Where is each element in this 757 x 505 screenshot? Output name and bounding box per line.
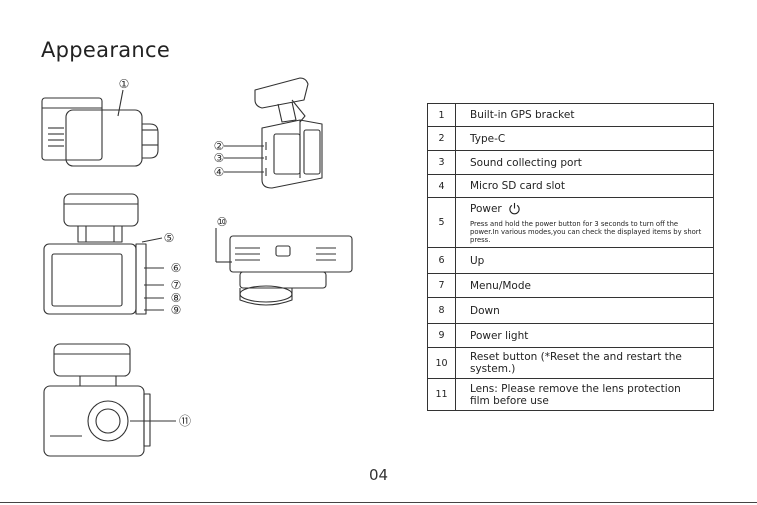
part-number: 5 bbox=[427, 197, 456, 248]
part-number: 3 bbox=[427, 150, 456, 175]
side-view-drawing bbox=[224, 77, 323, 189]
callout-3: ③ bbox=[214, 151, 225, 165]
part-description: Power Press and hold the power button fo… bbox=[455, 197, 714, 248]
part-number: 9 bbox=[427, 323, 456, 348]
table-row: 5 Power Press and hold the power button … bbox=[427, 197, 714, 248]
table-row: 6 Up bbox=[427, 247, 714, 274]
part-label: Up bbox=[455, 247, 714, 274]
part-label: Type-C bbox=[455, 126, 714, 151]
table-row: 9 Power light bbox=[427, 323, 714, 348]
part-label: Power light bbox=[455, 323, 714, 348]
table-row: 2 Type-C bbox=[427, 126, 714, 151]
callout-8: ⑧ bbox=[171, 291, 182, 305]
top-view-drawing bbox=[41, 89, 159, 167]
part-number: 10 bbox=[427, 347, 456, 379]
table-row: 1 Built-in GPS bracket bbox=[427, 103, 714, 127]
callout-1: ① bbox=[119, 77, 130, 91]
table-row: 8 Down bbox=[427, 297, 714, 324]
lens-view-drawing bbox=[43, 343, 176, 457]
part-label: Menu/Mode bbox=[455, 273, 714, 298]
table-row: 7 Menu/Mode bbox=[427, 273, 714, 298]
table-row: 3 Sound collecting port bbox=[427, 150, 714, 175]
power-icon bbox=[508, 202, 521, 218]
part-number: 2 bbox=[427, 126, 456, 151]
part-label: Built-in GPS bracket bbox=[455, 103, 714, 127]
bottom-divider bbox=[0, 502, 757, 503]
part-number: 1 bbox=[427, 103, 456, 127]
part-label: Sound collecting port bbox=[455, 150, 714, 175]
table-row: 4 Micro SD card slot bbox=[427, 174, 714, 198]
part-number: 4 bbox=[427, 174, 456, 198]
table-row: 10 Reset button (*Reset the and restart … bbox=[427, 347, 714, 379]
part-label: Micro SD card slot bbox=[455, 174, 714, 198]
part-number: 6 bbox=[427, 247, 456, 274]
power-note: Press and hold the power button for 3 se… bbox=[470, 219, 702, 244]
page-title: Appearance bbox=[41, 38, 171, 62]
callout-6: ⑥ bbox=[171, 261, 182, 275]
front-view-drawing bbox=[43, 193, 164, 315]
callout-10: ⑩ bbox=[217, 215, 228, 229]
part-number: 11 bbox=[427, 378, 456, 411]
table-row: 11 Lens: Please remove the lens protecti… bbox=[427, 378, 714, 411]
part-number: 8 bbox=[427, 297, 456, 324]
parts-table: 1 Built-in GPS bracket 2 Type-C 3 Sound … bbox=[427, 103, 714, 411]
part-label: Power bbox=[470, 202, 502, 215]
part-label: Reset button (*Reset the and restart the… bbox=[455, 347, 714, 379]
callout-9: ⑨ bbox=[171, 303, 182, 317]
rear-view-drawing bbox=[215, 228, 353, 306]
part-label: Down bbox=[455, 297, 714, 324]
part-number: 7 bbox=[427, 273, 456, 298]
callout-2: ② bbox=[214, 139, 225, 153]
callout-5: ⑤ bbox=[164, 231, 175, 245]
part-label: Lens: Please remove the lens protection … bbox=[455, 378, 714, 411]
callout-7: ⑦ bbox=[171, 278, 182, 292]
callout-4: ④ bbox=[214, 165, 225, 179]
page-number: 04 bbox=[368, 466, 389, 484]
callout-11: ⑪ bbox=[179, 414, 191, 428]
